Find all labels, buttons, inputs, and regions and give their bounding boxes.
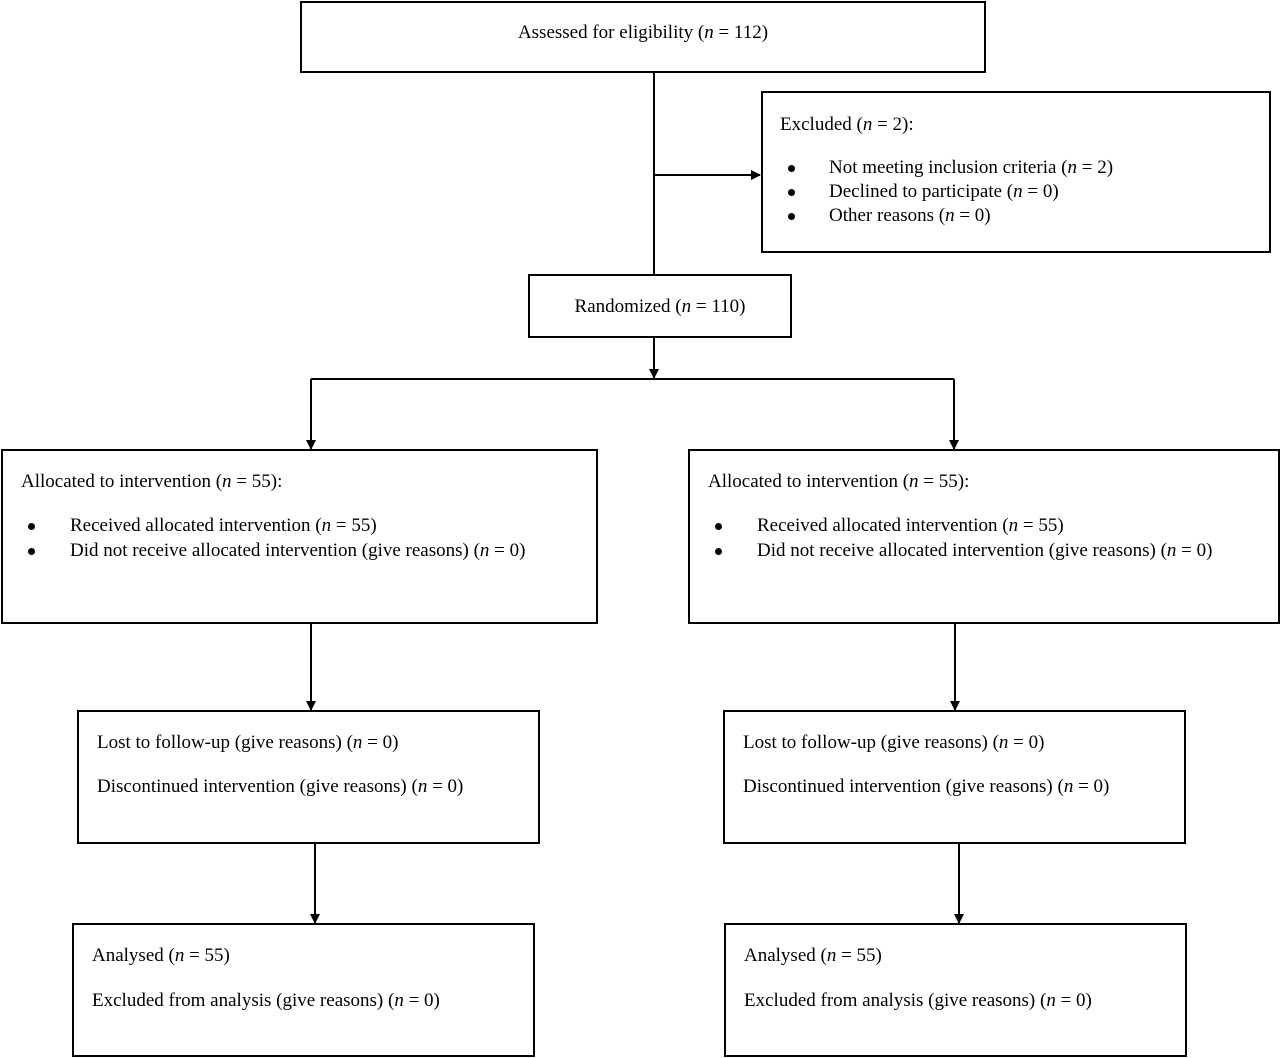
excluded-item: Declined to participate (n = 0) [829, 181, 1059, 202]
bullet-icon [788, 189, 795, 196]
bullet-icon [715, 523, 722, 530]
left-allocation-title: Allocated to intervention (n = 55): [21, 471, 283, 492]
left-allocation-item: Received allocated intervention (n = 55) [70, 515, 377, 536]
right-followup-box: Lost to follow-up (give reasons) (n = 0)… [723, 710, 1186, 844]
left-analysis-box: Analysed (n = 55) Excluded from analysis… [72, 923, 535, 1057]
left-lost-followup: Lost to follow-up (give reasons) (n = 0) [97, 732, 399, 753]
excluded-item: Not meeting inclusion criteria (n = 2) [829, 157, 1114, 178]
excluded-title: Excluded (n = 2): [780, 114, 914, 135]
right-allocation-box: Allocated to intervention (n = 55): Rece… [688, 449, 1280, 624]
left-followup-box: Lost to follow-up (give reasons) (n = 0)… [77, 710, 540, 844]
left-analysed: Analysed (n = 55) [92, 945, 230, 966]
bullet-icon [788, 165, 795, 172]
left-excluded-analysis: Excluded from analysis (give reasons) (n… [92, 990, 440, 1011]
excluded-item: Other reasons (n = 0) [829, 205, 991, 226]
right-allocation-item: Did not receive allocated intervention (… [757, 540, 1213, 561]
right-excluded-analysis: Excluded from analysis (give reasons) (n… [744, 990, 1092, 1011]
excluded-box: Excluded (n = 2): Not meeting inclusion … [761, 91, 1271, 253]
right-analysed: Analysed (n = 55) [744, 945, 882, 966]
right-allocation-item: Received allocated intervention (n = 55) [757, 515, 1064, 536]
eligibility-box: Assessed for eligibility (n = 112) [300, 1, 986, 73]
right-allocation-title: Allocated to intervention (n = 55): [708, 471, 970, 492]
bullet-icon [28, 523, 35, 530]
left-discontinued: Discontinued intervention (give reasons)… [97, 776, 464, 797]
right-analysis-box: Analysed (n = 55) Excluded from analysis… [724, 923, 1187, 1057]
bullet-icon [715, 548, 722, 555]
left-allocation-item: Did not receive allocated intervention (… [70, 540, 526, 561]
randomized-box: Randomized (n = 110) [528, 274, 792, 338]
eligibility-text: Assessed for eligibility (n = 112) [517, 22, 769, 43]
left-allocation-box: Allocated to intervention (n = 55): Rece… [1, 449, 598, 624]
right-discontinued: Discontinued intervention (give reasons)… [743, 776, 1110, 797]
bullet-icon [788, 213, 795, 220]
right-lost-followup: Lost to follow-up (give reasons) (n = 0) [743, 732, 1045, 753]
randomized-text: Randomized (n = 110) [574, 296, 746, 317]
bullet-icon [28, 548, 35, 555]
